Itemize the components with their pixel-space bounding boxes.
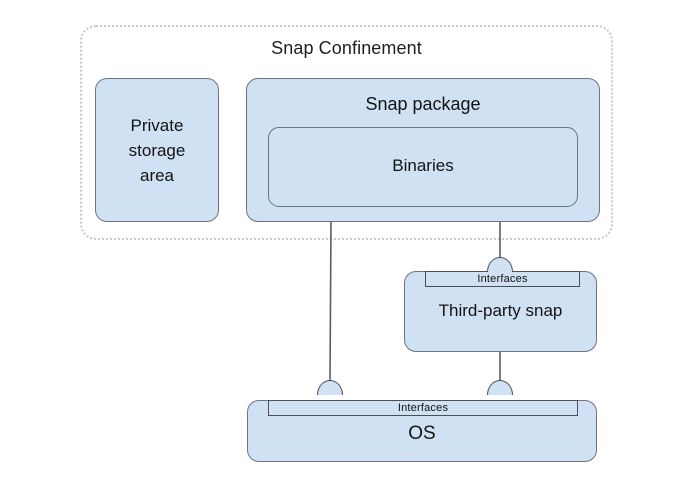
private-storage-area-label: Private storage area [96,113,218,188]
snap-confinement-region [80,25,613,240]
plug-dome-third-party-snap-top [487,257,513,272]
snap-confinement-title: Snap Confinement [271,38,422,58]
plug-dome-os-left [317,380,343,395]
third-party-snap-label: Third-party snap [438,301,563,320]
node-binaries[interactable]: Binaries [268,127,578,207]
private-storage-line-3: area [139,166,175,185]
plug-dome-os-right [487,380,513,395]
third-party-snap-interfaces-bar[interactable]: Interfaces [425,271,580,287]
private-storage-line-1: Private [130,116,184,135]
binaries-label: Binaries [392,156,454,175]
private-storage-line-2: storage [128,141,186,160]
os-label: OS [408,423,436,444]
node-os[interactable]: Interfaces OS [247,400,597,462]
connector-snap-package-to-os [329,221,332,382]
node-third-party-snap[interactable]: Interfaces Third-party snap [404,271,597,352]
snap-package-label: Snap package [365,94,481,114]
os-interfaces-bar[interactable]: Interfaces [268,400,578,416]
node-private-storage-area[interactable]: Private storage area [95,78,219,222]
